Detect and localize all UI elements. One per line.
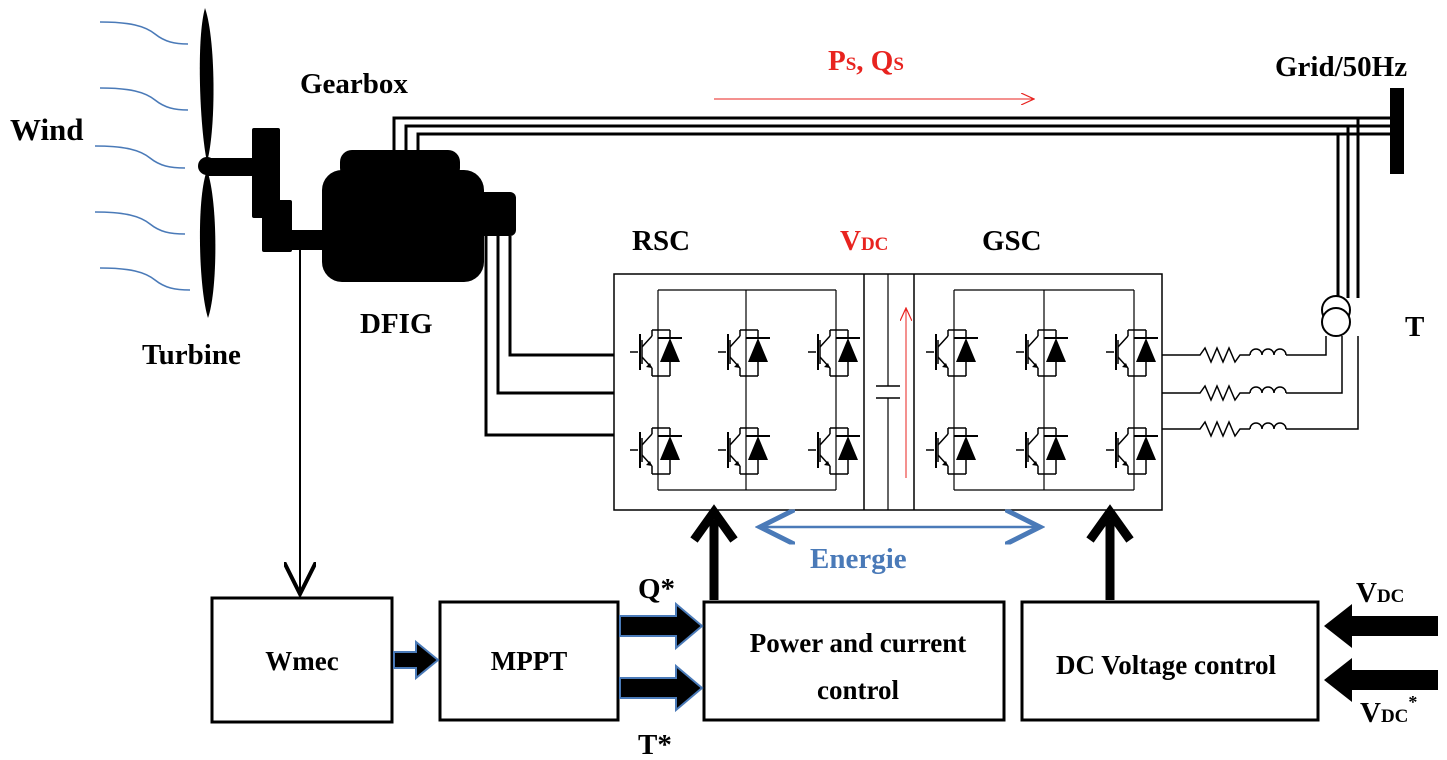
filter-lines xyxy=(1162,336,1359,438)
label-energie: Energie xyxy=(810,543,907,575)
label-transformer: T xyxy=(1405,311,1424,343)
grid-bus xyxy=(1390,88,1404,174)
block-mppt xyxy=(438,600,620,722)
wmec-mppt-arrow xyxy=(393,639,440,681)
label-gsc: GSC xyxy=(982,225,1042,257)
stator-lines xyxy=(392,116,1392,150)
label-vdc-input: VDC xyxy=(1356,577,1404,609)
grid-transformer-lines xyxy=(1336,116,1372,298)
vdc-input-arrow xyxy=(1324,604,1438,648)
vdc-ref-input-arrow xyxy=(1324,658,1438,702)
block-dc-control xyxy=(1020,600,1320,722)
label-vdc: VDC xyxy=(840,225,888,257)
label-q-ref: Q* xyxy=(638,573,675,605)
label-dfig: DFIG xyxy=(360,308,433,340)
block-power-control-line1: Power and current xyxy=(750,628,966,658)
block-dc-control-label: DC Voltage control xyxy=(1056,650,1276,680)
label-power-flow: PS, QS xyxy=(828,45,904,77)
block-power-control xyxy=(702,600,1006,722)
label-grid: Grid/50Hz xyxy=(1275,51,1407,83)
rotor-lines xyxy=(484,236,614,437)
label-t-ref: T* xyxy=(638,729,672,760)
transformer-icon xyxy=(1321,295,1351,337)
q-ref-arrow xyxy=(619,601,704,651)
t-ref-arrow xyxy=(619,663,704,713)
block-power-control-line2: control xyxy=(817,675,899,705)
wind-lines xyxy=(94,21,191,291)
block-wmec-label: Wmec xyxy=(265,646,338,676)
label-wind: Wind xyxy=(10,112,84,147)
converter xyxy=(613,273,1163,511)
dfig-icon xyxy=(322,150,516,282)
label-turbine: Turbine xyxy=(142,339,241,371)
control-up-arrows xyxy=(690,504,1134,600)
label-vdc-ref-input: VDC* xyxy=(1360,692,1417,729)
block-wmec xyxy=(210,596,394,724)
turbine-icon xyxy=(198,8,325,318)
block-mppt-label: MPPT xyxy=(491,646,567,676)
label-rsc: RSC xyxy=(632,225,690,257)
label-gearbox: Gearbox xyxy=(300,68,408,100)
